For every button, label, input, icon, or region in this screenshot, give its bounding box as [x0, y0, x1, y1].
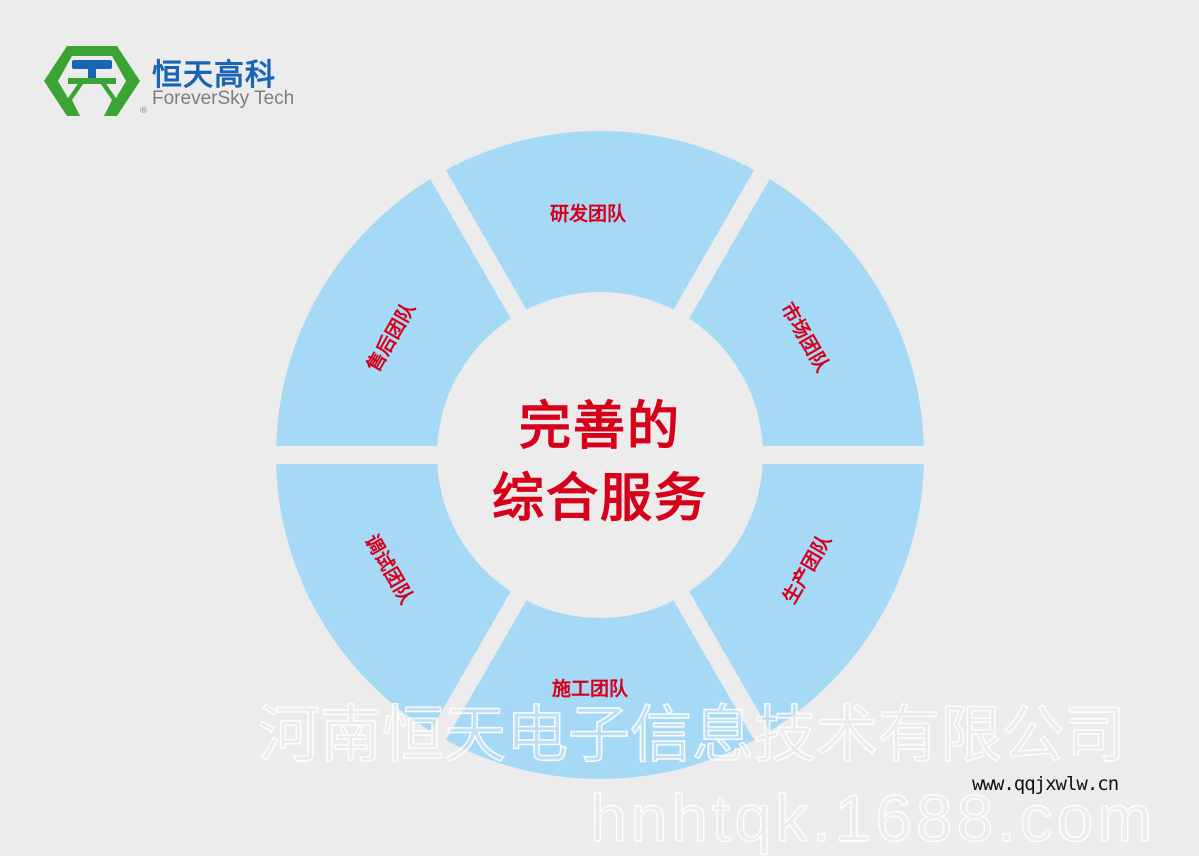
- segment-label-construction: 施工团队: [552, 678, 629, 700]
- ring-segment-5: [276, 179, 511, 446]
- ring-segment-3: [445, 600, 755, 779]
- center-title-line1: 完善的: [518, 397, 681, 457]
- ring-segment-1: [689, 179, 924, 446]
- logo-emblem-icon: [44, 46, 140, 116]
- brand-name-en: ForeverSky Tech: [152, 88, 295, 109]
- site-url: www.qqjxwlw.cn: [972, 773, 1119, 795]
- registered-mark: ®: [139, 106, 148, 116]
- ring-segment-0: [445, 131, 755, 310]
- watermark-company: 河南恒天电子信息技术有限公司: [257, 697, 1127, 772]
- ring-segment-2: [689, 464, 924, 731]
- company-logo: ® 恒天高科 ForeverSky Tech: [42, 42, 322, 122]
- segment-label-rd: 研发团队: [550, 203, 627, 225]
- brand-name-cn: 恒天高科: [152, 58, 276, 93]
- center-title-line2: 综合服务: [491, 469, 708, 529]
- service-ring: [276, 131, 924, 779]
- ring-segment-4: [276, 464, 511, 731]
